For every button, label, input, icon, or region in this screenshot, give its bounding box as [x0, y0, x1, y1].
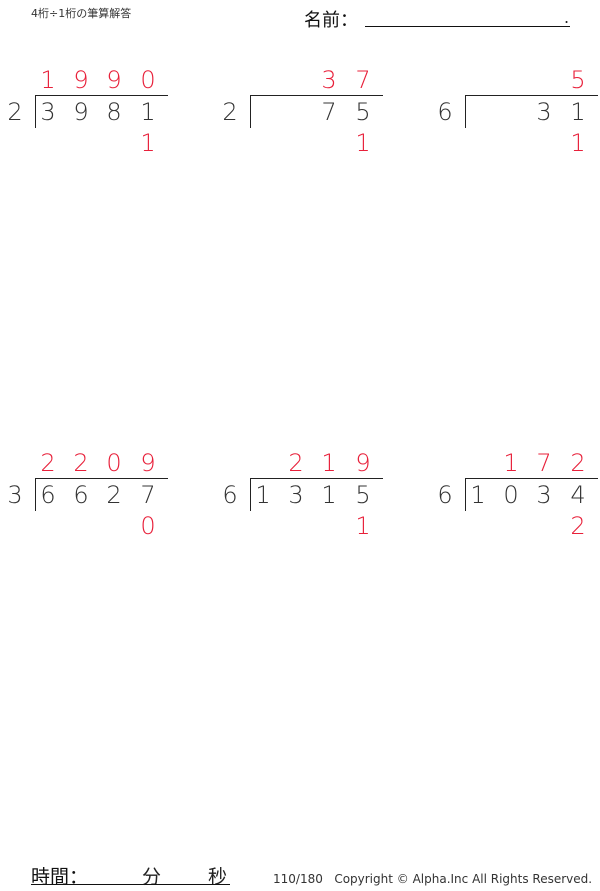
division-bracket: [465, 478, 466, 511]
dividend-digit: 1: [140, 98, 156, 126]
time-underline: [31, 884, 230, 885]
dividend-digit: 9: [73, 98, 89, 126]
quotient-digit: 9: [140, 449, 156, 477]
minutes-label: 分: [142, 866, 162, 888]
dividend-digit: 7: [140, 481, 156, 509]
divisor: 3: [7, 481, 23, 509]
quotient-digit: 1: [503, 449, 519, 477]
page-number: 110/180: [273, 872, 323, 886]
dividend-digit: 5: [355, 481, 371, 509]
remainder-digit: 1: [140, 129, 156, 157]
dividend-digit: 1: [570, 98, 586, 126]
quotient-digit: 7: [355, 66, 371, 94]
divisor: 2: [222, 98, 238, 126]
dividend-digit: 5: [355, 98, 371, 126]
divisor: 6: [222, 481, 238, 509]
dividend-digit: 4: [570, 481, 586, 509]
dividend-digit: 1: [470, 481, 486, 509]
seconds-label: 秒: [208, 866, 228, 888]
division-bar: [35, 478, 168, 479]
divisor: 6: [437, 98, 453, 126]
dividend-digit: 0: [503, 481, 519, 509]
remainder-digit: 1: [355, 512, 371, 540]
dividend-digit: 6: [73, 481, 89, 509]
copyright: Copyright © Alpha.Inc All Rights Reserve…: [334, 872, 593, 886]
division-bracket: [35, 478, 36, 511]
division-bracket: [250, 478, 251, 511]
quotient-digit: 1: [40, 66, 56, 94]
footer-text: 110/180 Copyright © Alpha.Inc All Rights…: [273, 872, 592, 886]
name-end-dot: .: [564, 8, 570, 27]
dividend-digit: 3: [40, 98, 56, 126]
divisor: 6: [437, 481, 453, 509]
quotient-digit: 2: [570, 449, 586, 477]
dividend-digit: 3: [536, 481, 552, 509]
quotient-digit: 9: [106, 66, 122, 94]
quotient-digit: 1: [321, 449, 337, 477]
dividend-digit: 8: [106, 98, 122, 126]
name-label: 名前：: [304, 10, 358, 31]
division-bar: [465, 478, 598, 479]
time-label: 時間：: [31, 866, 89, 888]
name-field-line: [365, 26, 570, 27]
quotient-digit: 2: [73, 449, 89, 477]
quotient-digit: 0: [140, 66, 156, 94]
quotient-digit: 5: [570, 66, 586, 94]
division-bracket: [465, 95, 466, 128]
division-bar: [250, 478, 383, 479]
division-bar: [35, 95, 168, 96]
remainder-digit: 2: [570, 512, 586, 540]
quotient-digit: 7: [536, 449, 552, 477]
dividend-digit: 3: [536, 98, 552, 126]
remainder-digit: 1: [355, 129, 371, 157]
dividend-digit: 1: [255, 481, 271, 509]
remainder-digit: 1: [570, 129, 586, 157]
quotient-digit: 2: [40, 449, 56, 477]
quotient-digit: 0: [106, 449, 122, 477]
quotient-digit: 3: [321, 66, 337, 94]
division-bracket: [35, 95, 36, 128]
division-bracket: [250, 95, 251, 128]
dividend-digit: 2: [106, 481, 122, 509]
quotient-digit: 2: [288, 449, 304, 477]
divisor: 2: [7, 98, 23, 126]
remainder-digit: 0: [140, 512, 156, 540]
division-bar: [465, 95, 598, 96]
dividend-digit: 1: [321, 481, 337, 509]
dividend-digit: 7: [321, 98, 337, 126]
dividend-digit: 3: [288, 481, 304, 509]
quotient-digit: 9: [73, 66, 89, 94]
dividend-digit: 6: [40, 481, 56, 509]
worksheet-title: 4桁÷1桁の筆算解答: [31, 7, 132, 20]
quotient-digit: 9: [355, 449, 371, 477]
division-bar: [250, 95, 383, 96]
